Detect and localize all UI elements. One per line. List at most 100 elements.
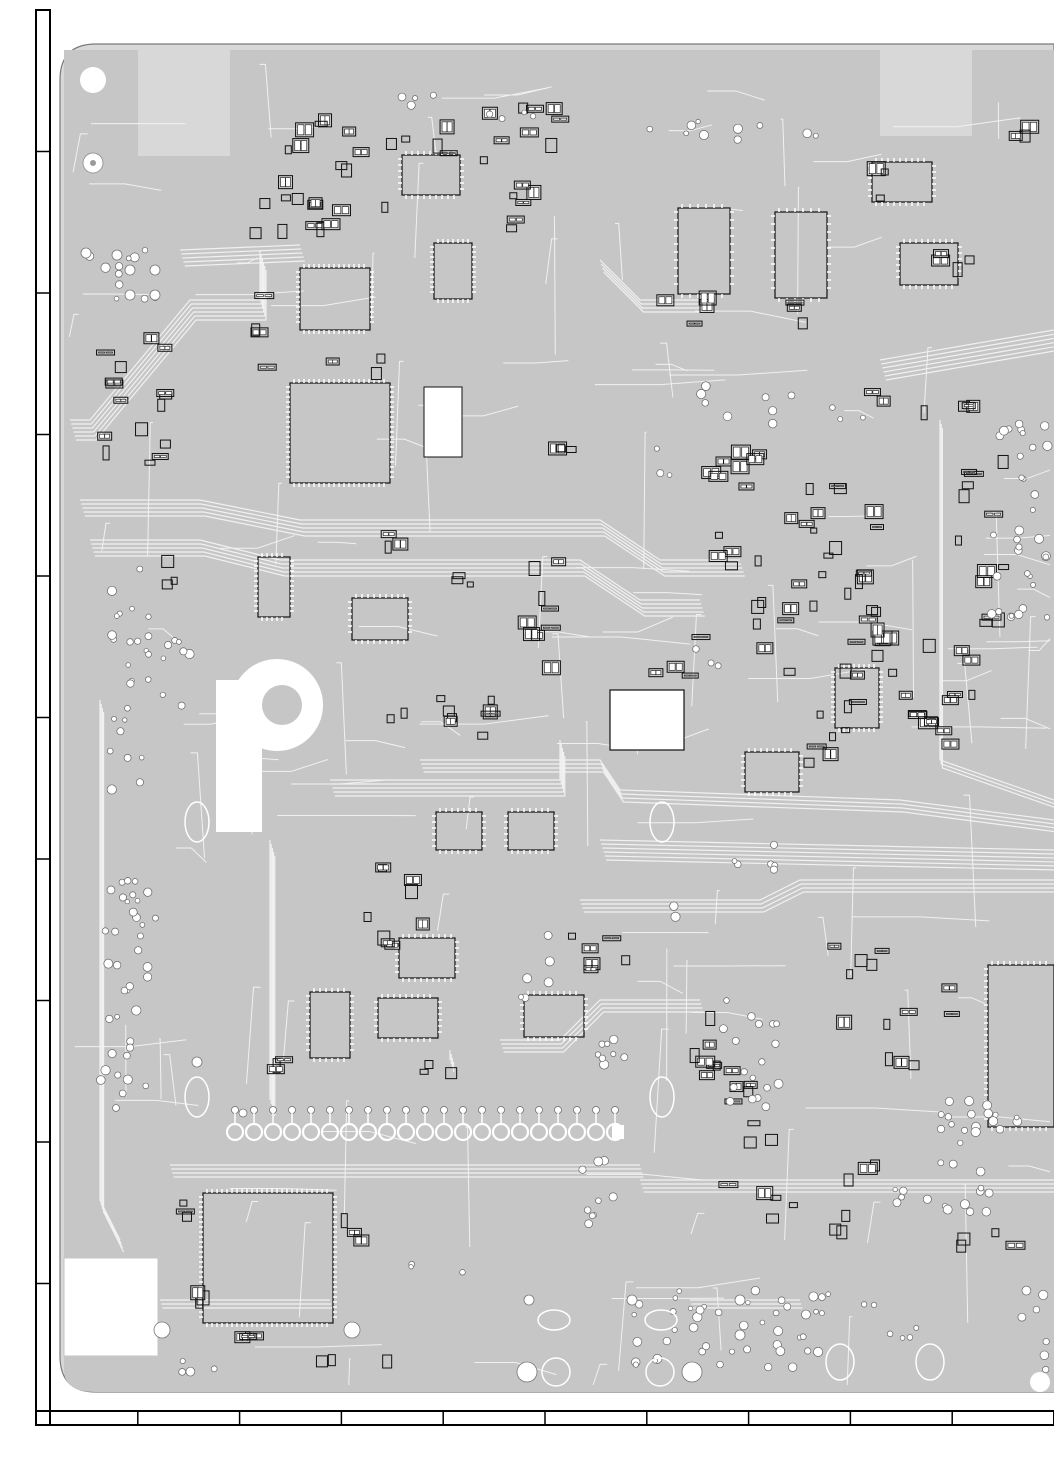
via bbox=[732, 859, 737, 864]
component-pad bbox=[260, 330, 266, 335]
via bbox=[991, 532, 997, 538]
component-pad bbox=[799, 582, 804, 586]
via bbox=[1015, 610, 1023, 618]
component-pad bbox=[584, 946, 590, 951]
component-pad bbox=[676, 663, 682, 670]
via bbox=[647, 126, 653, 132]
component-pad bbox=[349, 129, 354, 134]
component-pad bbox=[850, 641, 856, 642]
crystal-footprint bbox=[610, 690, 684, 750]
component-pad bbox=[979, 567, 986, 576]
via bbox=[984, 1109, 993, 1118]
component-pad bbox=[726, 1069, 732, 1073]
via bbox=[764, 1363, 771, 1370]
via bbox=[949, 1160, 957, 1168]
via bbox=[596, 1198, 602, 1204]
via bbox=[800, 1334, 806, 1340]
component-pad bbox=[707, 1073, 712, 1078]
component-pad bbox=[896, 1058, 901, 1066]
component-pad bbox=[198, 1288, 203, 1298]
component-pad bbox=[796, 302, 802, 303]
component-pad bbox=[869, 1164, 876, 1172]
via bbox=[146, 614, 151, 619]
component-pad bbox=[518, 201, 523, 203]
component-pad bbox=[324, 221, 330, 228]
component-pad bbox=[724, 459, 729, 464]
component-pad bbox=[825, 750, 830, 759]
component-pad bbox=[591, 968, 596, 971]
via bbox=[983, 1101, 992, 1110]
via bbox=[522, 110, 527, 115]
component-pad bbox=[308, 224, 314, 228]
component-pad bbox=[269, 1067, 275, 1072]
component-pad bbox=[857, 641, 863, 642]
via bbox=[774, 1327, 783, 1336]
component-pad bbox=[978, 578, 984, 586]
component-pad bbox=[909, 1010, 915, 1013]
via bbox=[1029, 444, 1036, 451]
component-pad bbox=[548, 105, 554, 113]
component-pad bbox=[406, 876, 412, 883]
component-pad bbox=[860, 1164, 867, 1172]
component-pad bbox=[756, 456, 762, 463]
via bbox=[696, 1306, 704, 1314]
component-pad bbox=[818, 746, 825, 747]
via bbox=[1040, 1351, 1049, 1360]
component-pad bbox=[355, 1230, 360, 1234]
test-pad bbox=[150, 265, 160, 275]
via bbox=[115, 281, 123, 289]
component-pad bbox=[265, 295, 272, 297]
via bbox=[115, 1072, 121, 1078]
component-pad bbox=[551, 608, 557, 609]
via bbox=[684, 131, 689, 136]
connector-lead bbox=[574, 1107, 581, 1114]
via bbox=[861, 415, 866, 420]
component-pad bbox=[852, 673, 857, 677]
component-pad bbox=[926, 720, 931, 724]
component-pad bbox=[879, 398, 884, 404]
component-pad bbox=[695, 323, 700, 324]
component-pad bbox=[741, 485, 746, 488]
via bbox=[818, 1294, 825, 1301]
via bbox=[717, 1361, 724, 1368]
via bbox=[107, 586, 116, 595]
via bbox=[671, 912, 680, 921]
via bbox=[985, 1189, 993, 1197]
component-pad bbox=[298, 125, 304, 135]
component-pad bbox=[334, 207, 340, 214]
via bbox=[407, 101, 415, 109]
component-pad bbox=[838, 486, 844, 487]
component-pad bbox=[807, 522, 812, 525]
component-pad bbox=[844, 1017, 849, 1027]
via bbox=[102, 928, 108, 934]
via bbox=[759, 1059, 765, 1065]
component-pad bbox=[586, 960, 592, 968]
via bbox=[899, 1194, 905, 1200]
component-pad bbox=[534, 187, 539, 197]
via bbox=[900, 1187, 908, 1195]
via bbox=[667, 473, 672, 478]
component-pad bbox=[877, 527, 882, 528]
test-pad bbox=[627, 1295, 637, 1305]
via bbox=[632, 1312, 637, 1317]
via bbox=[1043, 554, 1049, 560]
connector-lead bbox=[251, 1107, 258, 1114]
via bbox=[773, 1310, 779, 1316]
via bbox=[130, 606, 135, 611]
component-pad bbox=[794, 582, 799, 586]
connector-lead bbox=[441, 1107, 448, 1114]
component-pad bbox=[1016, 1243, 1023, 1247]
via bbox=[106, 1015, 113, 1022]
via bbox=[784, 1303, 791, 1310]
via bbox=[409, 1265, 413, 1269]
via bbox=[739, 1321, 748, 1330]
component-pad bbox=[839, 1017, 844, 1027]
via bbox=[734, 136, 741, 143]
via bbox=[962, 1127, 968, 1133]
via bbox=[113, 961, 121, 969]
via bbox=[772, 1040, 779, 1047]
circuit-board bbox=[60, 44, 1054, 1392]
component-pad bbox=[741, 462, 747, 472]
component-pad bbox=[1008, 1243, 1015, 1247]
via bbox=[993, 572, 1001, 580]
